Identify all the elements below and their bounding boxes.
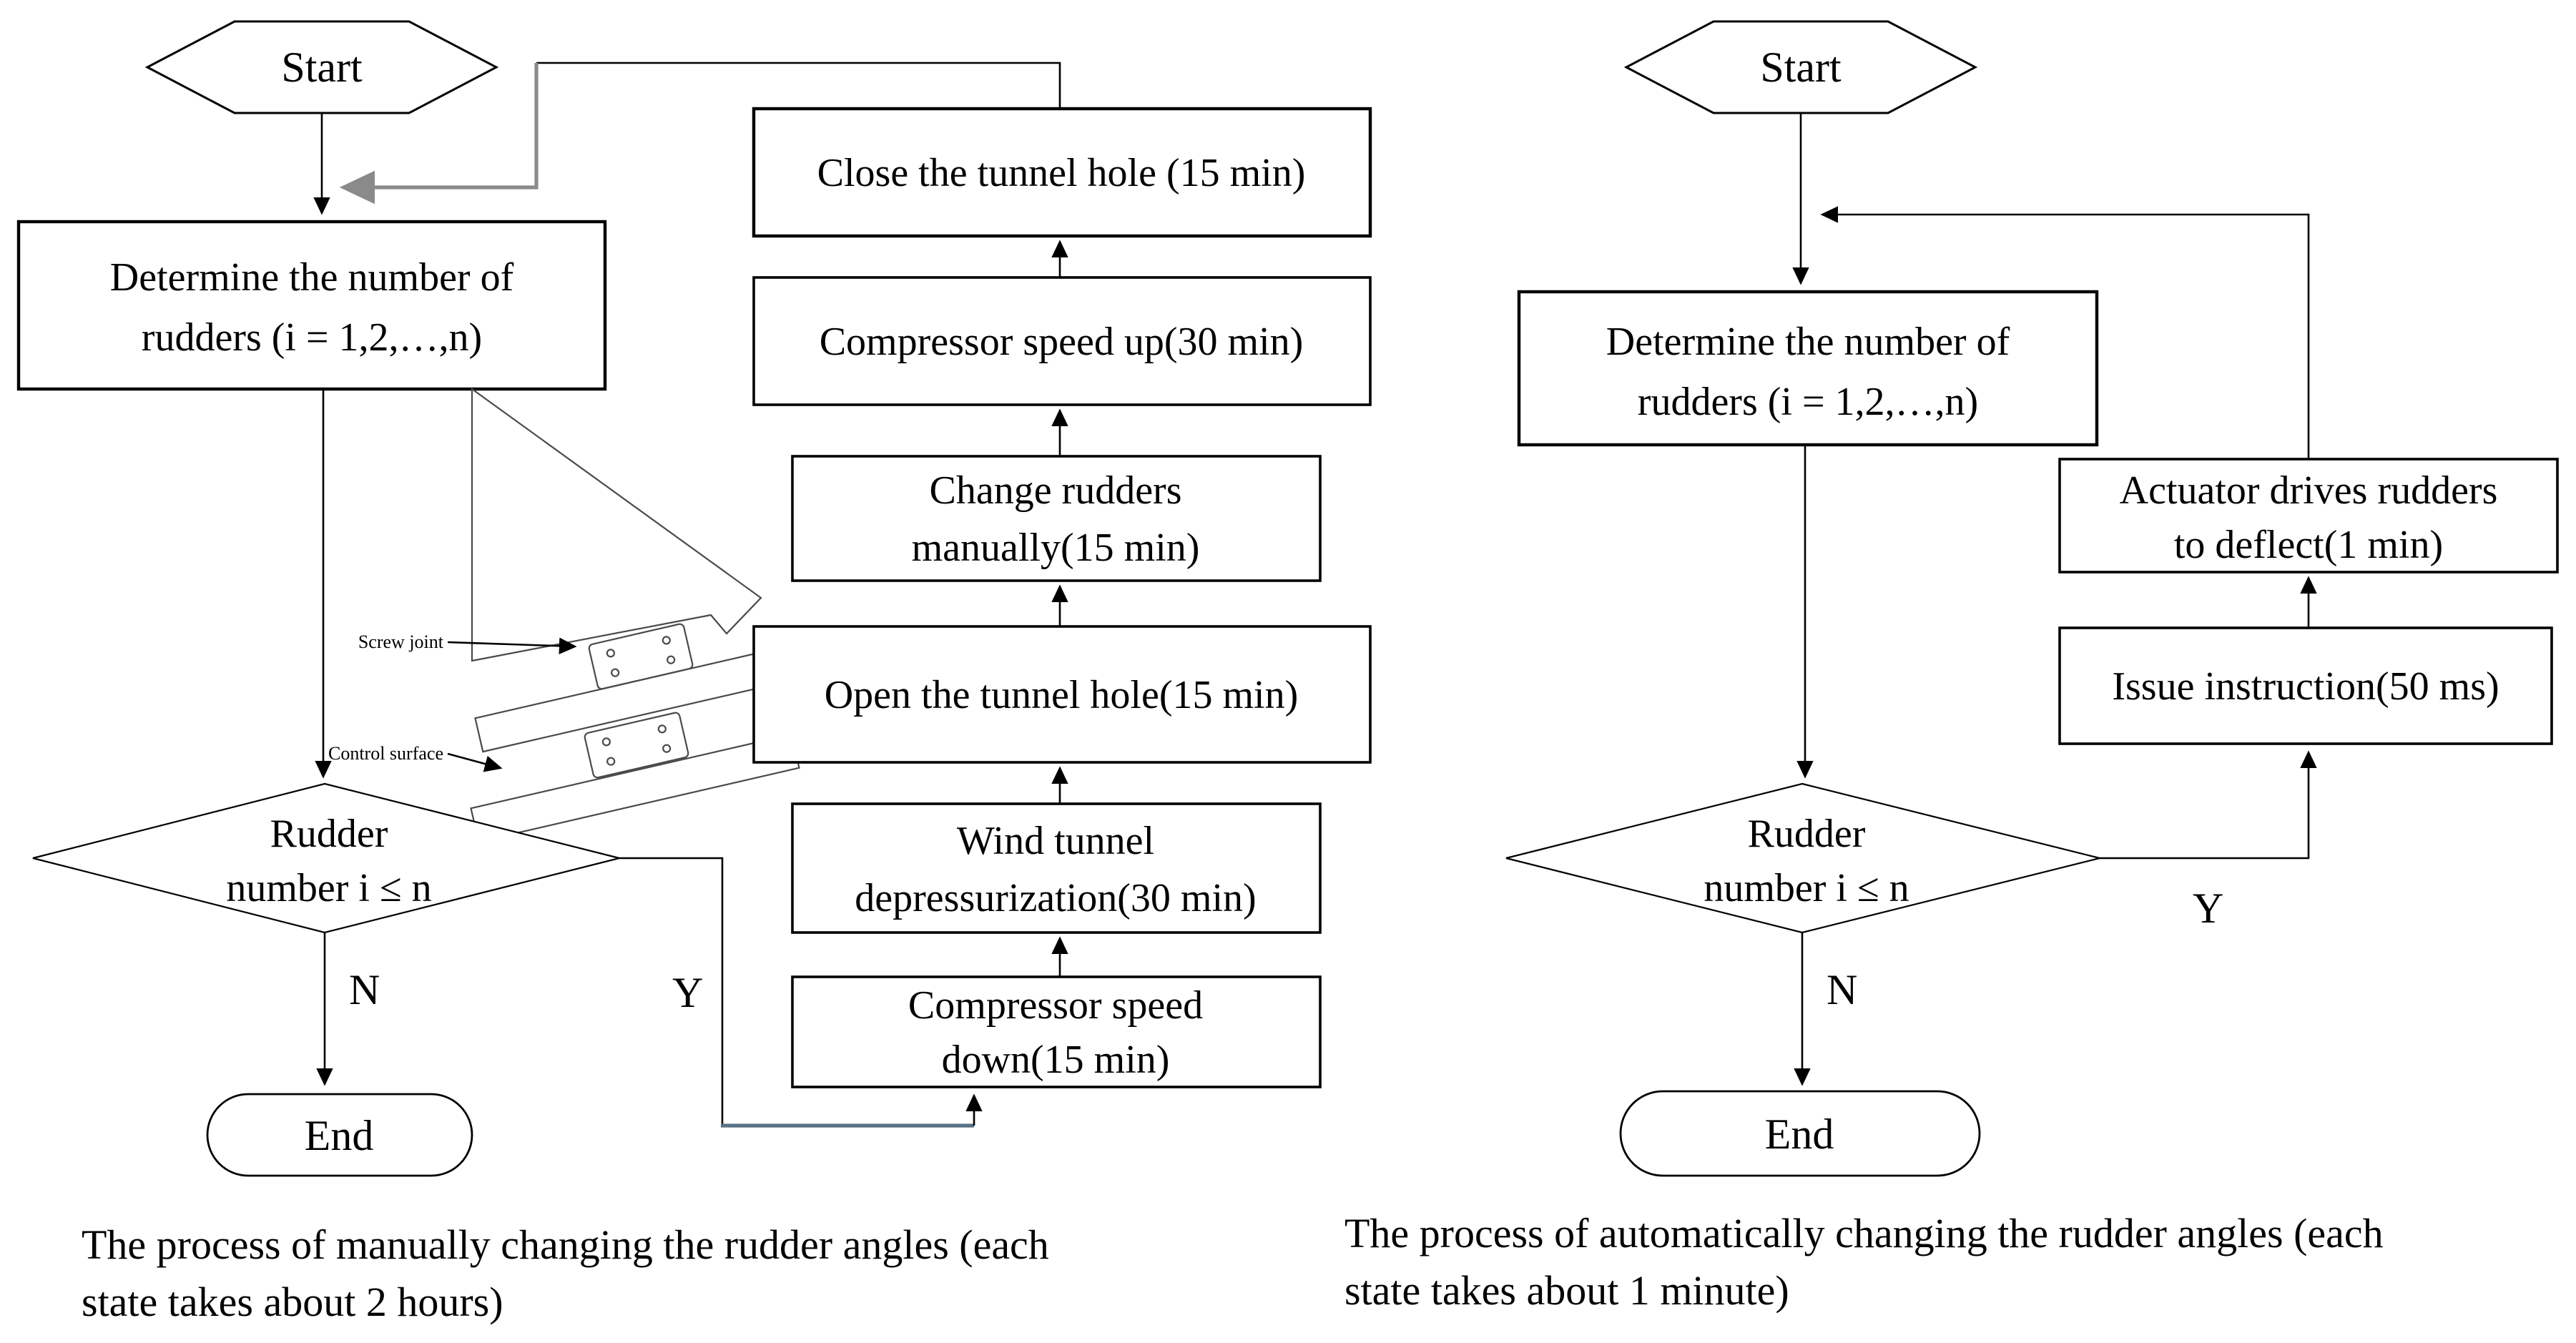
process-actuator-drives: Actuator drives rudders to deflect(1 min…	[2058, 458, 2559, 574]
right-caption-line2: state takes about 1 minute)	[1344, 1267, 1789, 1314]
start-hexagon-shape-right	[1623, 20, 1978, 114]
close-box-shape	[752, 107, 1372, 238]
determine-box-shape	[16, 220, 607, 391]
screw-plate-lower	[584, 712, 689, 779]
control-surface-pointer	[447, 752, 503, 772]
end-stadium-shape	[206, 1093, 473, 1177]
end-label-right: End	[1765, 1111, 1834, 1158]
determine-line2: rudders (i = 1,2,…,n)	[142, 315, 482, 360]
determine-right-line1: Determine the number of	[1606, 320, 2010, 364]
screw-joint-label: Screw joint	[358, 631, 444, 652]
decision-right-line1: Rudder	[1748, 812, 1866, 856]
start-label-right: Start	[1760, 44, 1842, 91]
decision-right-line2: number i ≤ n	[1704, 866, 1909, 910]
speed-up-box-shape	[752, 276, 1372, 406]
end-stadium-shape-right	[1619, 1090, 1981, 1177]
decision-line2: number i ≤ n	[226, 866, 431, 910]
process-wind-tunnel-depressurization: Wind tunnel depressurization(30 min)	[791, 802, 1322, 934]
end-label: End	[305, 1112, 374, 1159]
speed-up-label: Compressor speed up(30 min)	[820, 320, 1304, 364]
end-node: End	[206, 1093, 473, 1177]
decision-line1: Rudder	[270, 812, 388, 856]
process-compressor-speed-down: Compressor speed down(15 min)	[791, 975, 1322, 1088]
yes-branch-label: Y	[672, 969, 703, 1016]
start-node: Start	[144, 20, 499, 114]
yes-branch-label-right: Y	[2193, 885, 2223, 932]
process-compressor-speed-up: Compressor speed up(30 min)	[752, 276, 1372, 406]
fin-outline	[471, 387, 762, 662]
process-open-tunnel-hole: Open the tunnel hole(15 min)	[752, 625, 1372, 764]
left-flowchart: Start Determine the number of rudders (i…	[16, 20, 1372, 1325]
decision-rudder-number: Rudder number i ≤ n	[32, 782, 620, 934]
issue-box-shape	[2058, 626, 2553, 745]
open-box-shape	[752, 625, 1372, 764]
process-close-tunnel-hole: Close the tunnel hole (15 min)	[752, 107, 1372, 238]
screw-plate-upper	[588, 623, 694, 690]
speed-down-line1: Compressor speed	[908, 983, 1203, 1028]
depress-box-shape	[791, 802, 1322, 934]
screw-joint-pointer	[447, 637, 577, 654]
left-caption-line2: state takes about 2 hours)	[82, 1279, 503, 1325]
start-node-right: Start	[1623, 20, 1978, 114]
rudder-inset-diagram: Screw joint Control surface	[328, 387, 805, 843]
process-issue-instruction: Issue instruction(50 ms)	[2058, 626, 2553, 745]
speed-down-box-shape	[791, 975, 1322, 1088]
determine-box-shape-right	[1517, 290, 2099, 447]
right-flowchart: Start Determine the number of rudders (i…	[1344, 20, 2559, 1314]
process-determine-rudders-right: Determine the number of rudders (i = 1,2…	[1517, 290, 2099, 447]
loop-return-line-right	[1820, 206, 2310, 459]
rudder-strip-lower	[470, 733, 800, 843]
no-branch-label: N	[349, 966, 380, 1013]
actuator-line1: Actuator drives rudders	[2120, 468, 2498, 513]
actuator-box-shape	[2058, 458, 2559, 574]
right-caption: The process of automatically changing th…	[1344, 1210, 2384, 1314]
determine-line1: Determine the number of	[110, 255, 514, 300]
change-box-shape	[791, 455, 1322, 582]
open-label: Open the tunnel hole(15 min)	[825, 673, 1299, 717]
change-line2: manually(15 min)	[912, 526, 1200, 570]
left-caption-line1: The process of manually changing the rud…	[82, 1221, 1049, 1268]
start-label: Start	[281, 44, 363, 91]
close-label: Close the tunnel hole (15 min)	[817, 151, 1306, 195]
control-surface-label: Control surface	[328, 743, 443, 764]
depress-line1: Wind tunnel	[957, 819, 1154, 863]
loop-return-line-top	[536, 62, 1061, 109]
left-caption: The process of manually changing the rud…	[82, 1221, 1049, 1325]
change-line1: Change rudders	[929, 468, 1181, 513]
process-change-rudders: Change rudders manually(15 min)	[791, 455, 1322, 582]
yes-branch-line-right	[2100, 750, 2317, 860]
loop-return-line-gray	[339, 63, 539, 205]
no-branch-label-right: N	[1827, 966, 1857, 1013]
actuator-line2: to deflect(1 min)	[2174, 523, 2443, 567]
yes-branch-line-1	[619, 857, 724, 1126]
end-node-right: End	[1619, 1090, 1981, 1177]
right-caption-line1: The process of automatically changing th…	[1344, 1210, 2384, 1256]
process-determine-rudders: Determine the number of rudders (i = 1,2…	[16, 220, 607, 391]
decision-rudder-number-right: Rudder number i ≤ n	[1505, 782, 2100, 934]
depress-line2: depressurization(30 min)	[855, 876, 1256, 920]
speed-down-line2: down(15 min)	[942, 1038, 1170, 1082]
determine-right-line2: rudders (i = 1,2,…,n)	[1638, 380, 1978, 424]
start-hexagon-shape	[144, 20, 499, 114]
issue-label: Issue instruction(50 ms)	[2112, 664, 2499, 709]
